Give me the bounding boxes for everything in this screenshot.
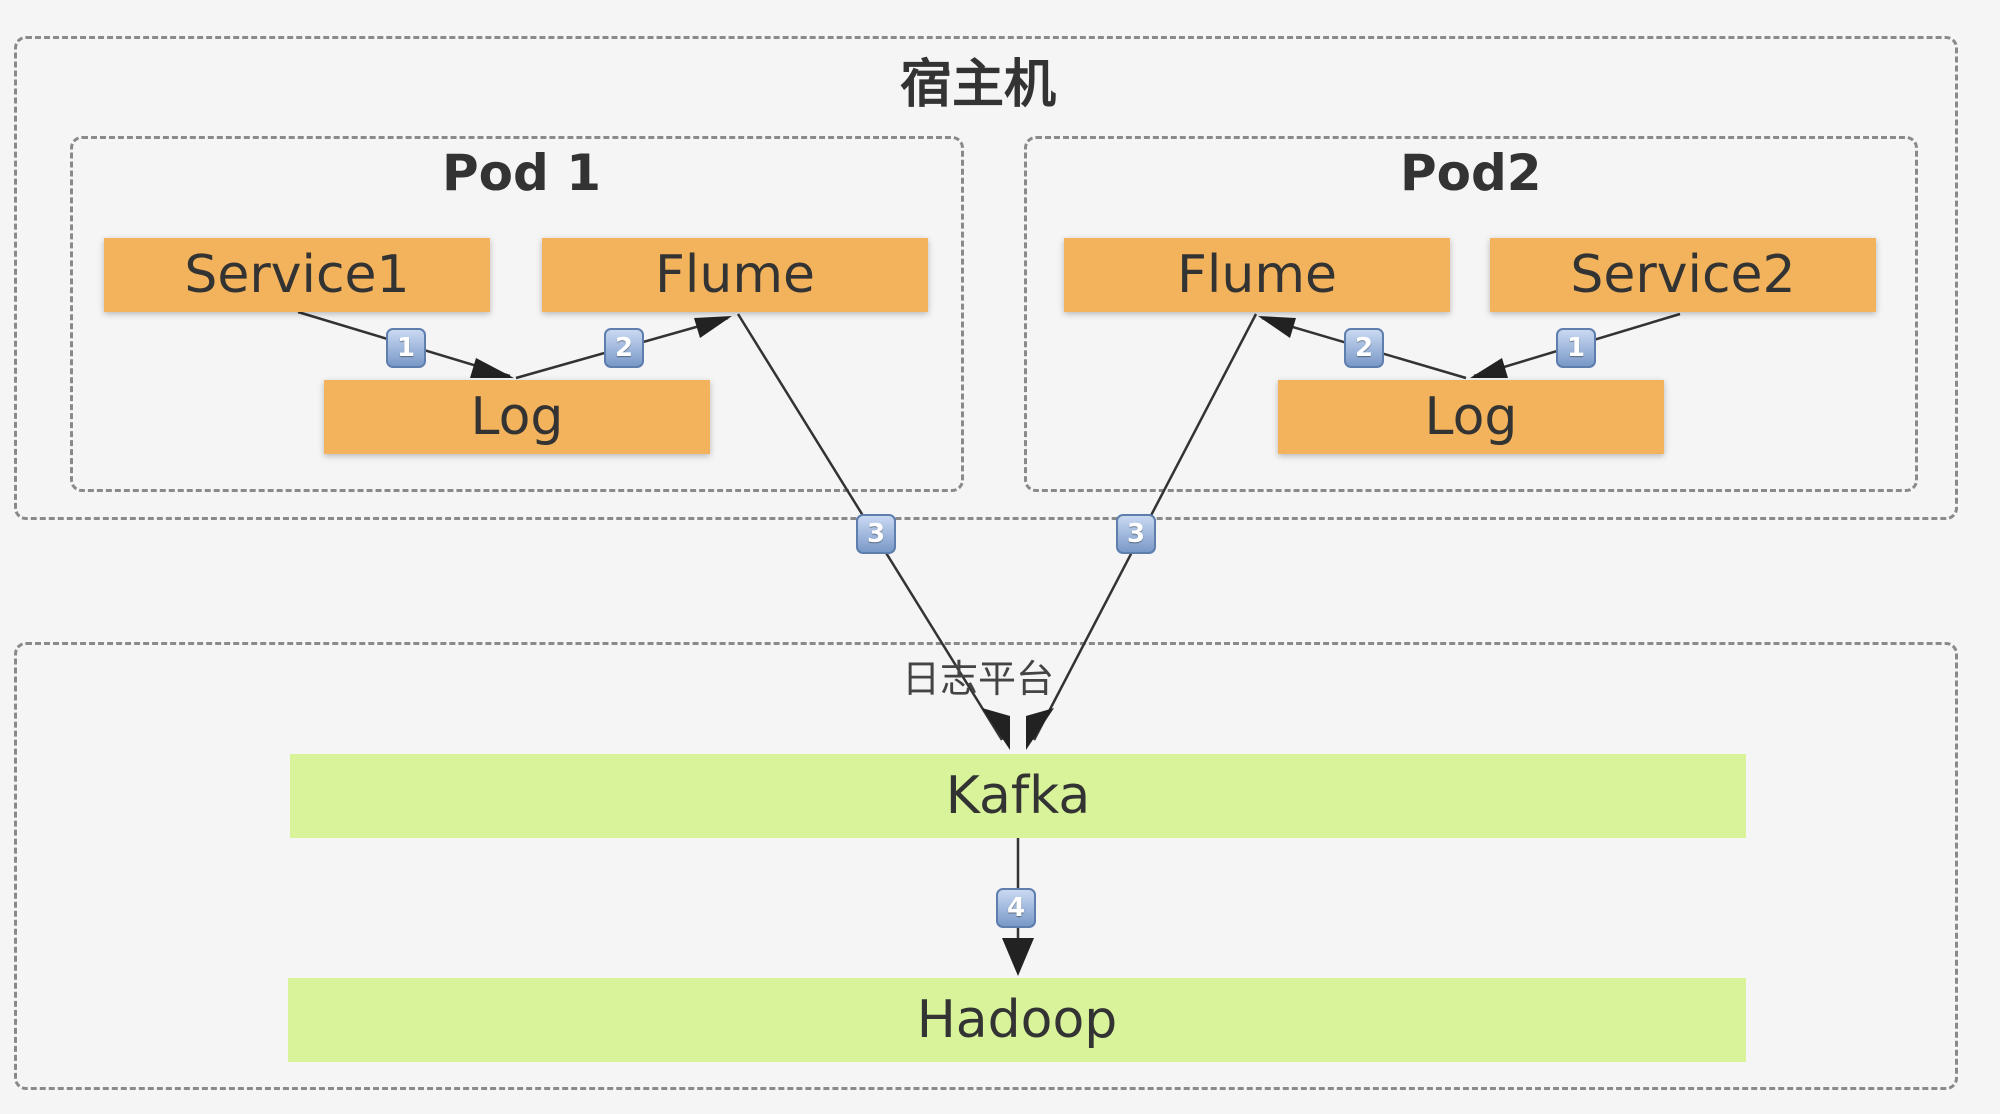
pod1-container: [70, 136, 964, 492]
step-badge-3: 3: [1116, 514, 1156, 554]
pod1-title: Pod 1: [442, 144, 601, 202]
step-badge-1: 1: [386, 328, 426, 368]
pod2-flume-box[interactable]: Flume: [1064, 238, 1450, 312]
log-platform-container: [14, 642, 1958, 1090]
pod2-container: [1024, 136, 1918, 492]
arrowhead-pod2-flume: [1258, 316, 1296, 338]
host-title: 宿主机: [900, 55, 1057, 115]
pod1-flume-box[interactable]: Flume: [542, 238, 928, 312]
arrowhead-pod2-log: [1470, 358, 1508, 378]
step-badge-3: 3: [856, 514, 896, 554]
pod2-service2-box[interactable]: Service2: [1490, 238, 1876, 312]
arrowhead-hadoop: [1002, 938, 1034, 976]
step-badge-2: 2: [1344, 328, 1384, 368]
arrowhead-pod1-flume: [694, 316, 732, 338]
arrowhead-pod1-log: [470, 358, 514, 378]
step-badge-2: 2: [604, 328, 644, 368]
kafka-box[interactable]: Kafka: [290, 754, 1746, 838]
pod2-title: Pod2: [1400, 144, 1542, 202]
step-badge-1: 1: [1556, 328, 1596, 368]
pod1-service1-box[interactable]: Service1: [104, 238, 490, 312]
pod2-log-box[interactable]: Log: [1278, 380, 1664, 454]
hadoop-box[interactable]: Hadoop: [288, 978, 1746, 1062]
arrowhead-kafka-right: [1026, 708, 1054, 750]
step-badge-4: 4: [996, 888, 1036, 928]
arrowhead-kafka-left: [982, 708, 1010, 750]
host-container: [14, 36, 1958, 520]
pod1-log-box[interactable]: Log: [324, 380, 710, 454]
log-platform-title: 日志平台: [902, 657, 1055, 701]
